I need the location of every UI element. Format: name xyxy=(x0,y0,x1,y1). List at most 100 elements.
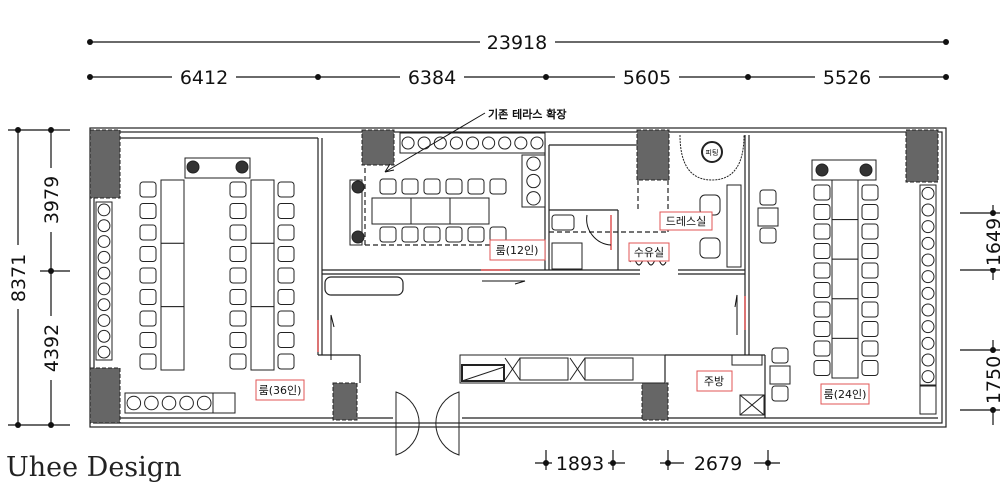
storage-bin xyxy=(144,395,159,411)
storage-bin xyxy=(526,156,541,171)
storage-bin xyxy=(126,395,142,411)
chair xyxy=(229,267,247,284)
chair xyxy=(277,267,295,284)
storage-bin xyxy=(921,270,935,284)
chair xyxy=(139,289,157,305)
table xyxy=(160,179,185,244)
chair xyxy=(139,181,157,198)
planter xyxy=(349,179,363,246)
dim-right-1: 1649 xyxy=(983,218,1000,266)
room-36-label: 룸(36인) xyxy=(259,384,302,397)
plant-icon xyxy=(815,163,829,177)
storage-bin xyxy=(97,282,111,296)
dim-segment-3: 5605 xyxy=(623,67,671,89)
storage-bin xyxy=(526,191,541,206)
dim-segment-2: 6384 xyxy=(408,67,456,89)
pillars xyxy=(89,129,939,424)
dim-bottom-1: 1893 xyxy=(556,453,604,475)
storage-bin xyxy=(97,235,111,248)
chair xyxy=(813,223,831,240)
storage-bin xyxy=(530,136,544,150)
table xyxy=(371,197,412,225)
chair xyxy=(277,246,295,262)
storage-bin xyxy=(921,370,935,384)
label-boxes xyxy=(255,211,870,405)
chair xyxy=(467,226,485,243)
dressing-room-label: 드레스실 xyxy=(666,215,706,228)
storage-bin xyxy=(161,395,177,411)
table xyxy=(831,337,859,379)
chair xyxy=(401,178,419,195)
chair xyxy=(771,385,789,402)
dimension-ticks xyxy=(15,39,996,466)
chair xyxy=(139,332,157,348)
dim-depth-1: 3979 xyxy=(41,176,63,224)
storage-bin xyxy=(921,253,935,267)
door-openings xyxy=(317,215,746,352)
table xyxy=(160,242,185,308)
chair xyxy=(139,224,157,241)
chair xyxy=(813,184,831,201)
storage-bin xyxy=(498,136,512,150)
brand-logo: Uhee Design xyxy=(6,452,182,483)
salon-chair xyxy=(699,237,721,259)
table xyxy=(410,197,451,225)
vanity xyxy=(726,184,742,268)
head-table xyxy=(184,157,251,179)
table xyxy=(831,298,859,339)
chair xyxy=(861,340,879,357)
storage-bin xyxy=(921,236,935,250)
head-table xyxy=(811,159,877,181)
storage-bin xyxy=(921,353,935,367)
nursing-room-label: 수유실 xyxy=(634,246,664,259)
table xyxy=(831,179,859,221)
chair xyxy=(813,204,831,220)
chair xyxy=(861,204,879,220)
storage-bin xyxy=(921,286,935,300)
dim-segment-1: 6412 xyxy=(180,67,228,89)
chair xyxy=(423,226,441,243)
chair xyxy=(813,262,831,279)
dim-total-width: 23918 xyxy=(487,32,547,54)
chair xyxy=(229,246,247,262)
chair xyxy=(277,203,295,219)
dim-depth-2: 4392 xyxy=(41,324,63,372)
flow-arrows xyxy=(330,214,738,360)
plant-icon xyxy=(351,180,365,194)
chair xyxy=(379,226,397,243)
chair xyxy=(861,262,879,279)
storage-bin xyxy=(401,136,415,150)
chair xyxy=(861,243,879,259)
dim-segment-4: 5526 xyxy=(823,67,871,89)
storage-bin xyxy=(514,136,528,150)
chair xyxy=(229,353,247,370)
storage-bin xyxy=(921,220,935,234)
chair xyxy=(229,310,247,327)
chair xyxy=(277,224,295,241)
dim-bottom-2: 2679 xyxy=(694,453,742,475)
plant-icon xyxy=(235,160,249,174)
storage-bin xyxy=(433,136,447,150)
table xyxy=(757,207,779,227)
chair xyxy=(489,178,507,195)
chair xyxy=(813,340,831,357)
chair xyxy=(277,332,295,348)
entrance-door[interactable] xyxy=(395,391,460,456)
table xyxy=(831,219,859,260)
chair xyxy=(277,181,295,198)
storage-bin xyxy=(97,329,111,343)
table xyxy=(160,306,185,371)
cabinet xyxy=(212,392,236,414)
chair xyxy=(139,246,157,262)
chair xyxy=(759,227,777,244)
chair xyxy=(861,282,879,298)
storage-bin xyxy=(97,219,111,233)
chair xyxy=(277,310,295,327)
storage-bin xyxy=(97,314,111,327)
chair xyxy=(759,189,777,206)
storage-bin xyxy=(97,250,111,264)
furniture xyxy=(95,132,937,415)
chair xyxy=(813,243,831,259)
table xyxy=(250,242,275,308)
table xyxy=(449,197,490,225)
